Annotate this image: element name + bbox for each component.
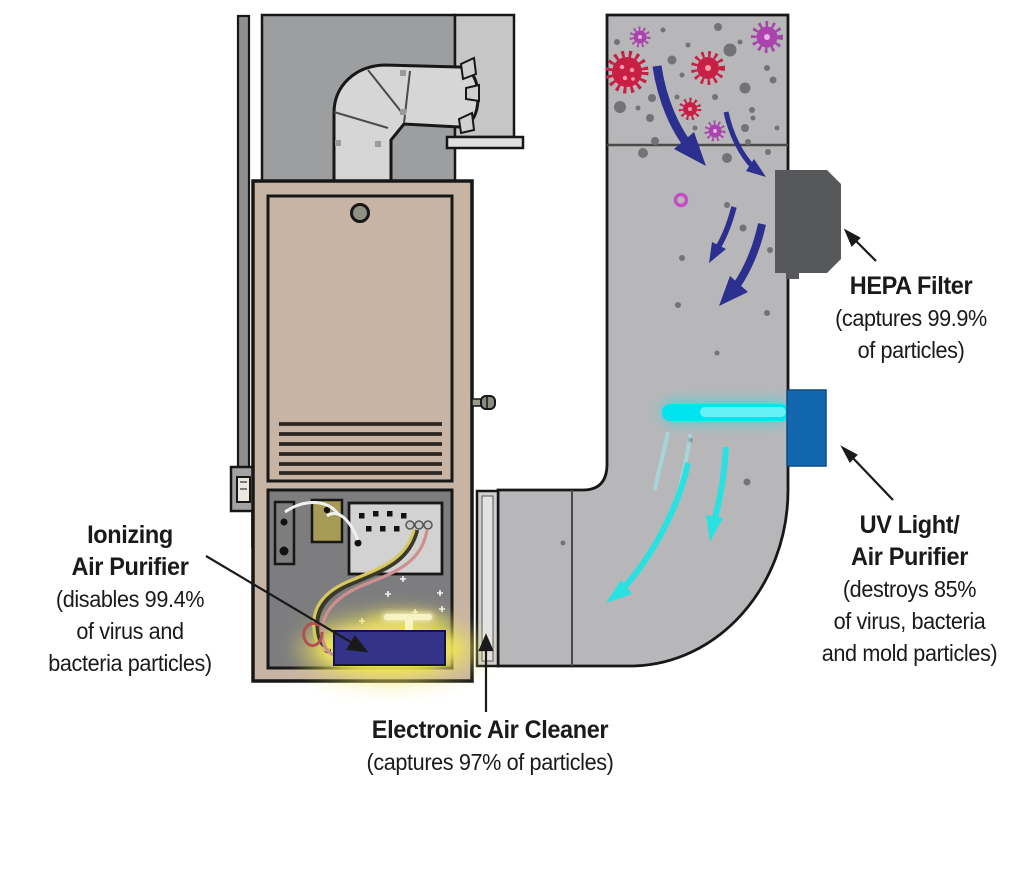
uv-label-desc-1: (destroys 85% — [842, 576, 977, 602]
ionizing-label-desc-3: bacteria particles) — [48, 650, 212, 676]
furnace-upper-panel — [266, 194, 454, 483]
electronic-pointer — [478, 633, 494, 712]
virus-red-small — [678, 97, 702, 121]
gas-valve — [471, 395, 496, 410]
electronic-air-cleaner-label: Electronic Air Cleaner (captures 97% of … — [344, 714, 635, 778]
electronic-label-desc: (captures 97% of particles) — [366, 749, 614, 775]
virus-purple-large — [751, 21, 783, 53]
ionizing-label-desc-1: (disables 99.4% — [55, 586, 205, 612]
virus-red-medium — [691, 51, 725, 85]
supply-duct — [496, 13, 790, 668]
uv-light-label: UV Light/ Air Purifier (destroys 85% of … — [802, 509, 1017, 669]
airflow-arrows-clean — [606, 446, 729, 603]
wiring — [284, 500, 429, 657]
virus-red-large — [605, 50, 649, 94]
hepa-filter-label: HEPA Filter (captures 99.9% of particles… — [807, 270, 1016, 366]
flue-elbow-pipe — [332, 56, 480, 184]
uv-light-unit — [786, 389, 827, 467]
ionizing-purifier-label: Ionizing Air Purifier (disables 99.4% of… — [25, 519, 236, 679]
panel-knob — [350, 203, 370, 223]
hepa-label-desc-1: (captures 99.9% — [835, 305, 987, 331]
hepa-label-desc-2: of particles) — [857, 337, 965, 363]
uv-label-desc-3: and mold particles) — [821, 640, 998, 666]
dust-particles — [560, 23, 780, 546]
hepa-label-title: HEPA Filter — [849, 272, 973, 300]
ionizing-label-title-2: Air Purifier — [71, 553, 189, 581]
terminal-plate — [273, 500, 296, 566]
hepa-filter-block — [775, 170, 841, 279]
virus-particles — [605, 21, 783, 208]
pipe-rivets — [335, 70, 406, 147]
duct-flange — [445, 135, 525, 150]
uv-pointer — [840, 445, 894, 501]
virus-magenta-ring — [673, 192, 689, 208]
furnace — [251, 179, 496, 685]
electronic-air-cleaner-strip — [475, 489, 500, 668]
ionizer-lamp — [383, 613, 433, 636]
uv-label-title-1: UV Light/ — [859, 511, 960, 539]
vent-slats — [279, 422, 442, 475]
ionizing-pointer — [205, 555, 369, 653]
virus-purple-small — [629, 26, 726, 142]
uv-label-title-2: Air Purifier — [851, 543, 968, 571]
hepa-pointer — [843, 228, 877, 262]
airflow-arrows-dirty — [652, 65, 766, 306]
ionizing-label-desc-2: of virus and — [76, 618, 184, 644]
relay-box — [310, 498, 344, 544]
uv-label-desc-2: of virus, bacteria — [833, 608, 986, 634]
pointer-lines — [205, 228, 894, 712]
ionizing-label-title-1: Ionizing — [87, 521, 173, 549]
electronic-label-title: Electronic Air Cleaner — [371, 716, 609, 744]
pipe-connectors — [457, 56, 480, 135]
